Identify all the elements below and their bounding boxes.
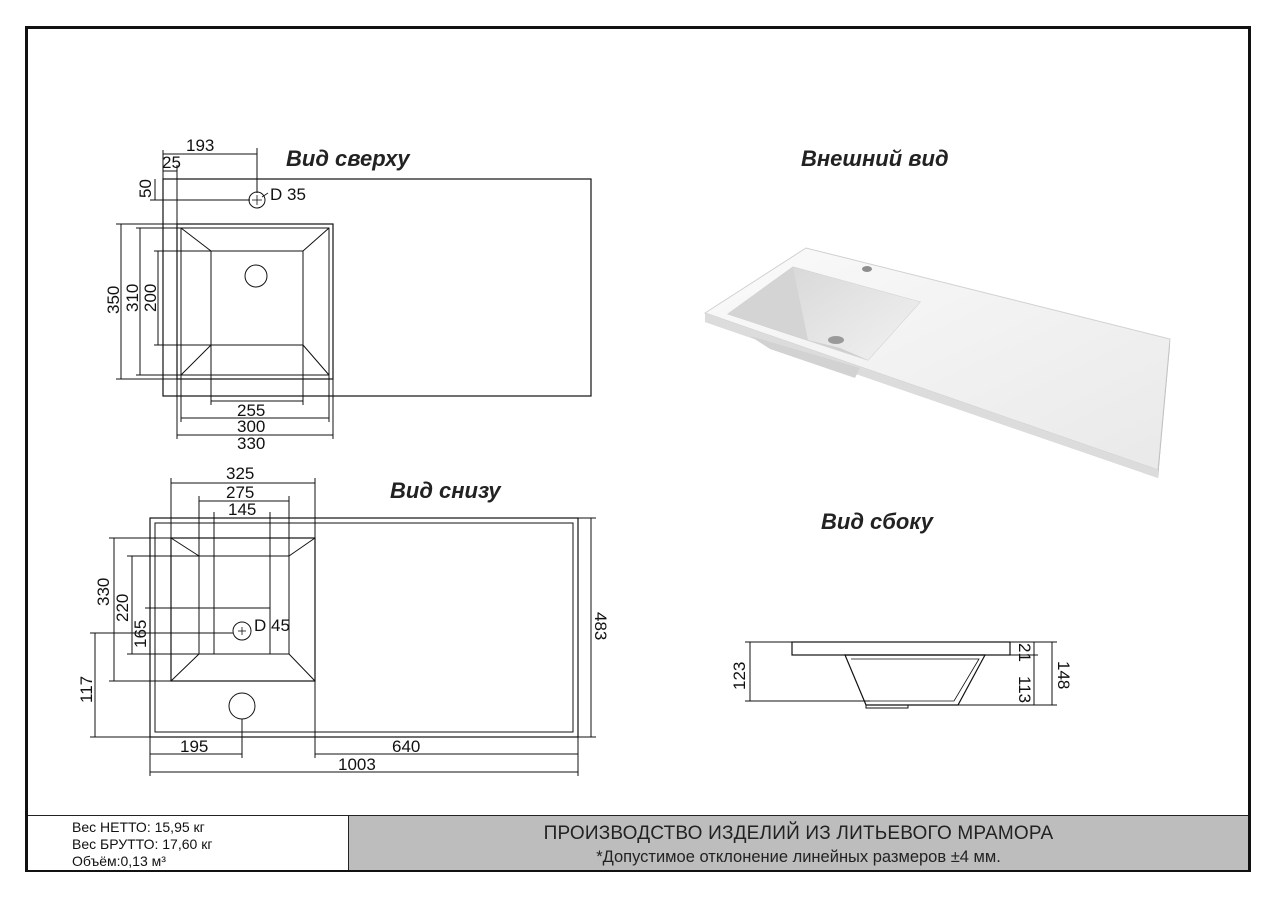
- drawing-sheet: [25, 26, 1251, 872]
- dim-113: 113: [1015, 676, 1034, 703]
- side-view: [745, 641, 1057, 709]
- dim-148: 148: [1054, 661, 1073, 689]
- bottom-view: [90, 478, 596, 776]
- dim-483: 483: [591, 612, 610, 640]
- dim-220: 220: [113, 594, 132, 622]
- top-view-drain: [244, 264, 268, 288]
- dim-300: 300: [237, 417, 265, 436]
- top-view: [116, 148, 592, 439]
- dim-145: 145: [228, 500, 256, 519]
- dim-165: 165: [131, 620, 150, 648]
- dim-310: 310: [123, 284, 142, 312]
- dim-330b: 330: [94, 578, 113, 606]
- side-view-bowl: [844, 654, 987, 706]
- side-view-slab: [791, 641, 1011, 656]
- dim-640: 640: [392, 737, 420, 756]
- exterior-render: [703, 247, 1171, 478]
- dim-1003: 1003: [338, 755, 376, 774]
- drain-hole: [232, 621, 252, 641]
- dim-330: 330: [237, 434, 265, 453]
- title-exterior-view: Внешний вид: [801, 146, 949, 171]
- volume: Объём:0,13 м³: [72, 853, 166, 869]
- drain-label: D 45: [254, 616, 290, 635]
- company-info: ПРОИЗВОДСТВО ИЗДЕЛИЙ ИЗ ЛИТЬЕВОГО МРАМОР…: [348, 816, 1248, 870]
- title-top-view: Вид сверху: [286, 146, 410, 171]
- title-side-view: Вид сбоку: [821, 509, 933, 534]
- company-heading: ПРОИЗВОДСТВО ИЗДЕЛИЙ ИЗ ЛИТЬЕВОГО МРАМОР…: [543, 823, 1054, 844]
- top-view-bowl-outer: [176, 223, 334, 380]
- dim-21: 21: [1015, 643, 1034, 662]
- bottom-view-bowl-outer: [170, 537, 316, 682]
- dim-200: 200: [141, 284, 160, 312]
- weight-info: Вес НЕТТО: 15,95 кг Вес БРУТТО: 17,60 кг…: [28, 816, 348, 870]
- tap-hole-label: D 35: [270, 185, 306, 204]
- dim-193: 193: [186, 136, 214, 155]
- title-block: Вес НЕТТО: 15,95 кг Вес БРУТТО: 17,60 кг…: [28, 815, 1248, 870]
- tolerance-note: *Допустимое отклонение линейных размеров…: [596, 848, 1001, 866]
- gross-weight: Вес БРУТТО: 17,60 кг: [72, 836, 213, 852]
- dim-117: 117: [77, 676, 96, 703]
- drain-pad: [213, 607, 271, 655]
- dim-25: 25: [162, 153, 181, 172]
- dim-350: 350: [104, 286, 123, 314]
- dim-325: 325: [226, 464, 254, 483]
- top-view-bowl-rim: [180, 227, 330, 376]
- dim-275: 275: [226, 483, 254, 502]
- title-bottom-view: Вид снизу: [390, 478, 501, 503]
- bottom-tap-hole: [228, 692, 256, 720]
- dim-255: 255: [237, 401, 265, 420]
- dim-195: 195: [180, 737, 208, 756]
- net-weight: Вес НЕТТО: 15,95 кг: [72, 819, 205, 835]
- dim-123: 123: [730, 662, 749, 690]
- top-view-outline: [162, 178, 592, 397]
- top-view-bowl-bottom: [210, 250, 304, 346]
- dim-50: 50: [136, 179, 155, 198]
